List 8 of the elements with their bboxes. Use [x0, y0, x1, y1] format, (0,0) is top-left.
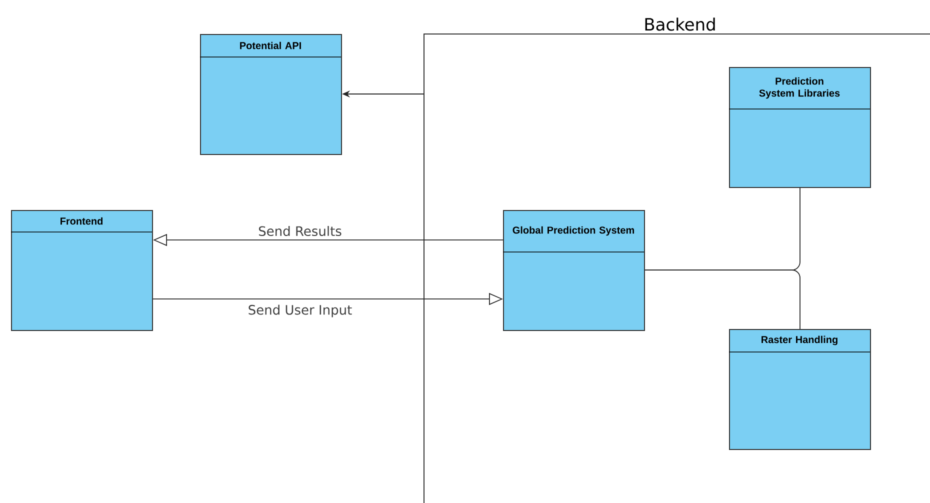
class-box: Prediction System Libraries — [728, 67, 871, 188]
connector-line — [644, 270, 800, 330]
class-box: Potential API — [200, 34, 342, 155]
edge-label: Send User Input — [248, 304, 352, 318]
class-box: Frontend — [10, 210, 153, 331]
class-box: Raster Handling — [728, 328, 871, 450]
edge-label: Send Results — [258, 226, 342, 236]
class-box: Global Prediction System — [502, 210, 645, 331]
